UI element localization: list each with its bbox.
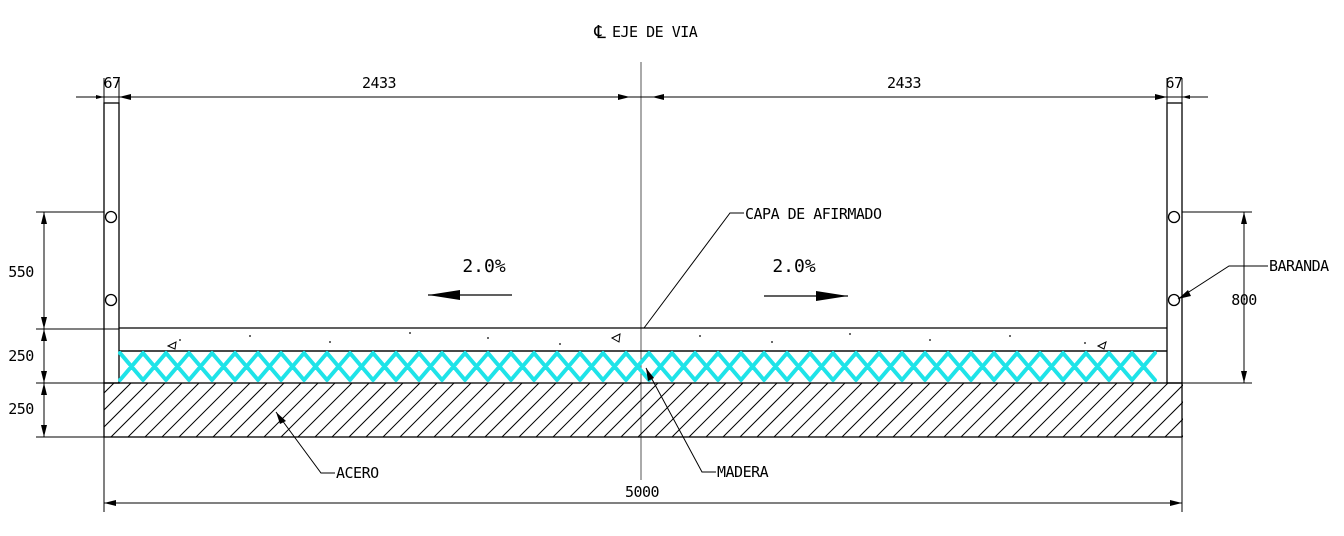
callout-baranda-leader [1177, 265, 1268, 300]
dim-top-left-post: 67 [103, 74, 120, 92]
right-vertical-dimension [1182, 211, 1252, 384]
slope-arrow-right [764, 291, 848, 301]
callout-acero-label: ACERO [336, 464, 379, 482]
timber-layer [118, 350, 1167, 382]
callout-capa-leader [643, 212, 744, 329]
callout-madera-label: MADERA [717, 463, 769, 481]
dim-right-railing-height: 800 [1231, 291, 1257, 309]
slope-right-label: 2.0% [772, 256, 816, 277]
bottom-dimension [103, 437, 1183, 512]
right-railing-post [1166, 102, 1183, 384]
dim-top-right-post: 67 [1165, 74, 1182, 92]
dim-top-right-span: 2433 [887, 74, 921, 92]
left-vertical-dimension [36, 211, 119, 438]
slope-arrow-left [428, 290, 512, 300]
gravel-layer [119, 327, 1167, 352]
callout-baranda-label: BARANDA [1269, 257, 1329, 275]
callout-madera-leader [645, 367, 716, 473]
steel-layer [103, 382, 1183, 438]
dim-left-railing-height: 550 [8, 263, 34, 281]
callout-capa-label: CAPA DE AFIRMADO [745, 205, 882, 223]
dim-top-left-span: 2433 [362, 74, 396, 92]
slope-left-label: 2.0% [462, 256, 506, 277]
top-dimension [76, 78, 1208, 108]
dim-left-timber-depth: 250 [8, 347, 34, 365]
title: EJE DE VIA [612, 23, 698, 41]
callout-acero-leader [275, 411, 335, 474]
dim-total-width: 5000 [625, 483, 660, 501]
left-railing-post [103, 102, 120, 384]
dim-left-steel-depth: 250 [8, 400, 34, 418]
centerline-symbol: ℄ [593, 22, 606, 43]
